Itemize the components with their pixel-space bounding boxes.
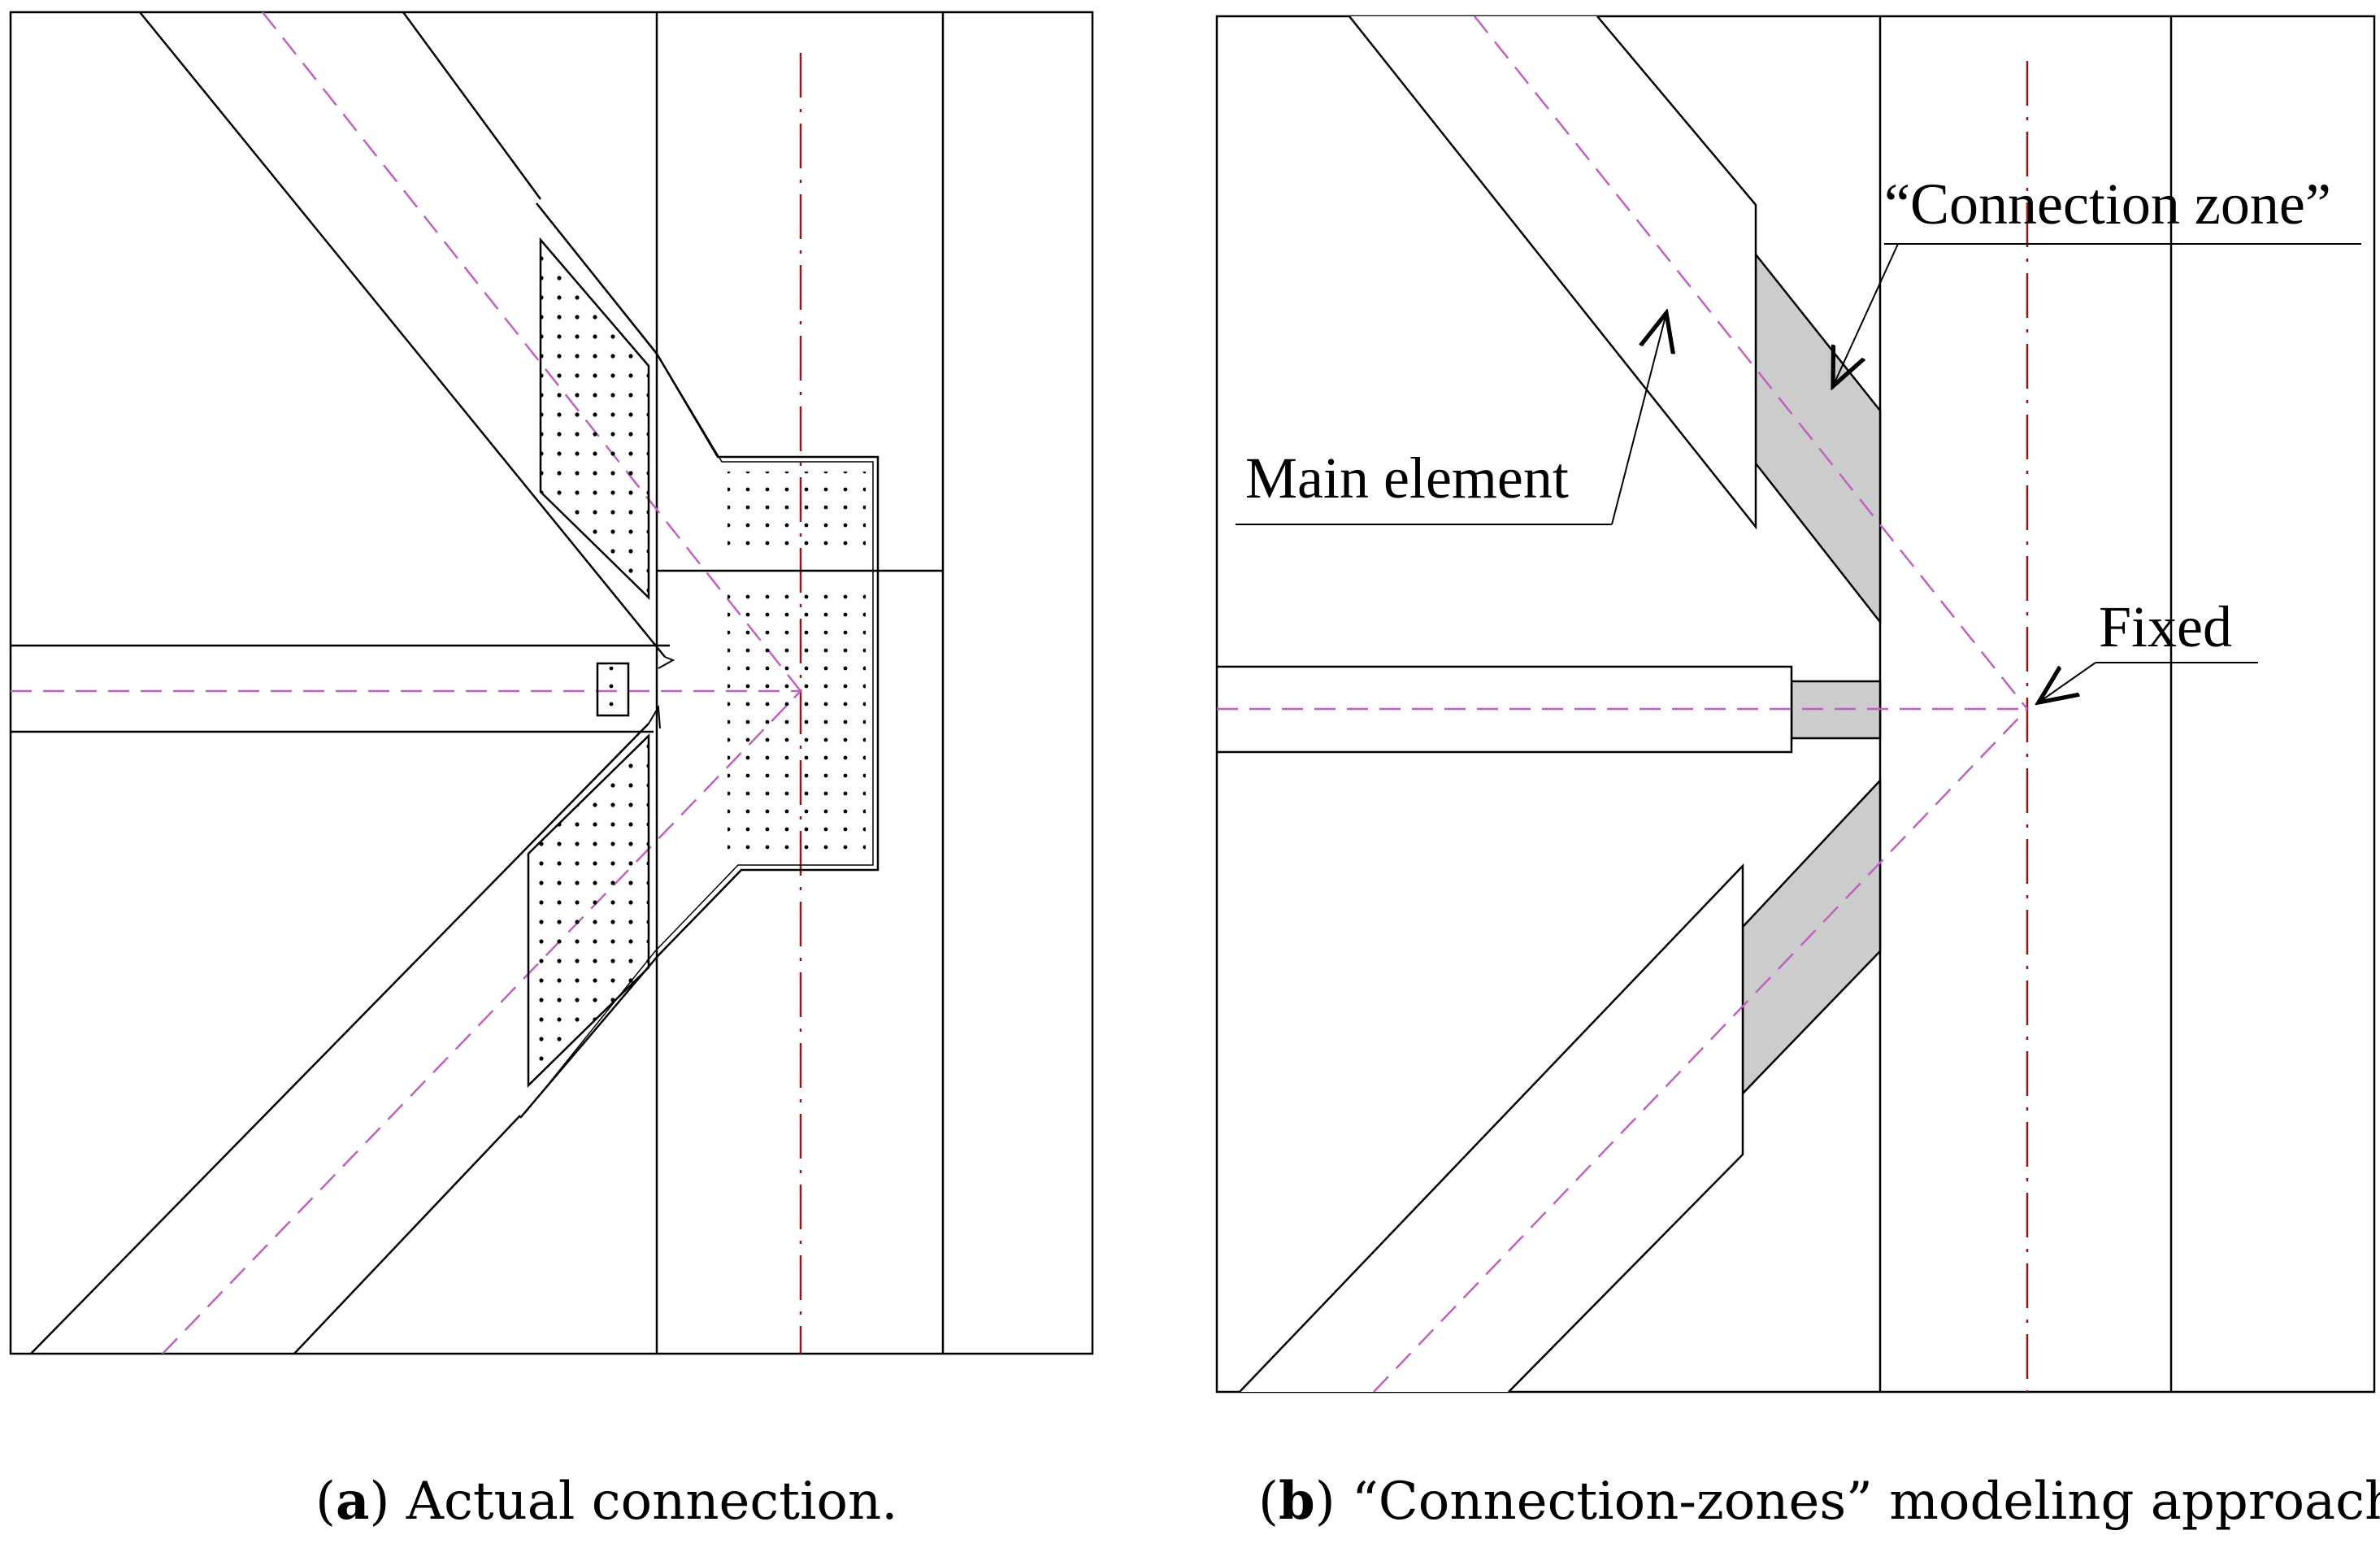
- svg-text:Main element: Main element: [1245, 446, 1569, 511]
- panel-b-beam-main-element[interactable]: [1217, 665, 1793, 754]
- panel-b-lower-connection-zone[interactable]: [1741, 777, 1882, 1097]
- panel-a-frame: [9, 11, 1094, 1355]
- panel-b-upper-main-element[interactable]: [1349, 16, 1757, 530]
- panel-b-annotation-fixed: Fixed: [2039, 594, 2258, 702]
- panel-b-caption-label: b: [1278, 1471, 1315, 1532]
- panel-b-lower-main-element[interactable]: [1239, 863, 1744, 1392]
- panel-b-caption-text: “Connection-zones” modeling approach.: [1352, 1472, 2380, 1532]
- panel-a-lower-bolt-region: [527, 733, 650, 1088]
- panel-b-upper-connection-zone[interactable]: [1754, 251, 1882, 625]
- panel-b-annotation-main-element: Main element: [1236, 313, 1666, 525]
- panel-b-lower-centerline: [1373, 708, 2028, 1392]
- panel-a-caption-label: a: [335, 1471, 370, 1532]
- fixed-leader-arrow: [2039, 662, 2096, 702]
- panel-b-caption: (b) “Connection-zones” modeling approach…: [1258, 1476, 2380, 1528]
- connection-zone-leader-arrow: [1833, 243, 1899, 386]
- panel-a-caption-text: Actual connection.: [406, 1472, 898, 1532]
- panel-b-connection-zones: “Connection zone” Main element Fixed: [1215, 15, 2376, 1394]
- panel-a-caption: (a) Actual connection.: [315, 1471, 898, 1532]
- panel-a-gusset-bolt-field-lower: [727, 589, 866, 858]
- panel-a-beam-end-plate: [596, 662, 630, 717]
- panel-a-actual-connection: [9, 11, 1094, 1355]
- panel-a-upper-brace-centerline: [262, 12, 801, 692]
- main-element-leader-arrow: [1611, 313, 1666, 525]
- panel-a-upper-brace-edge-1: [139, 12, 666, 658]
- svg-text:“Connection zone”: “Connection zone”: [1884, 172, 2331, 237]
- panel-a-lower-brace-centerline: [162, 690, 801, 1354]
- panel-b-annotation-connection-zone: “Connection zone”: [1833, 172, 2361, 386]
- panel-a-gusset-bolt-field-upper: [727, 472, 866, 553]
- panel-a-lower-brace-edge-1: [30, 723, 649, 1354]
- panel-a-upper-bolt-region: [539, 237, 650, 600]
- panel-a-upper-brace-edge-2: [402, 12, 542, 200]
- panel-b-upper-centerline: [1474, 16, 2028, 710]
- svg-text:Fixed: Fixed: [2099, 594, 2232, 659]
- panel-a-lower-brace-edge-2: [293, 1115, 521, 1354]
